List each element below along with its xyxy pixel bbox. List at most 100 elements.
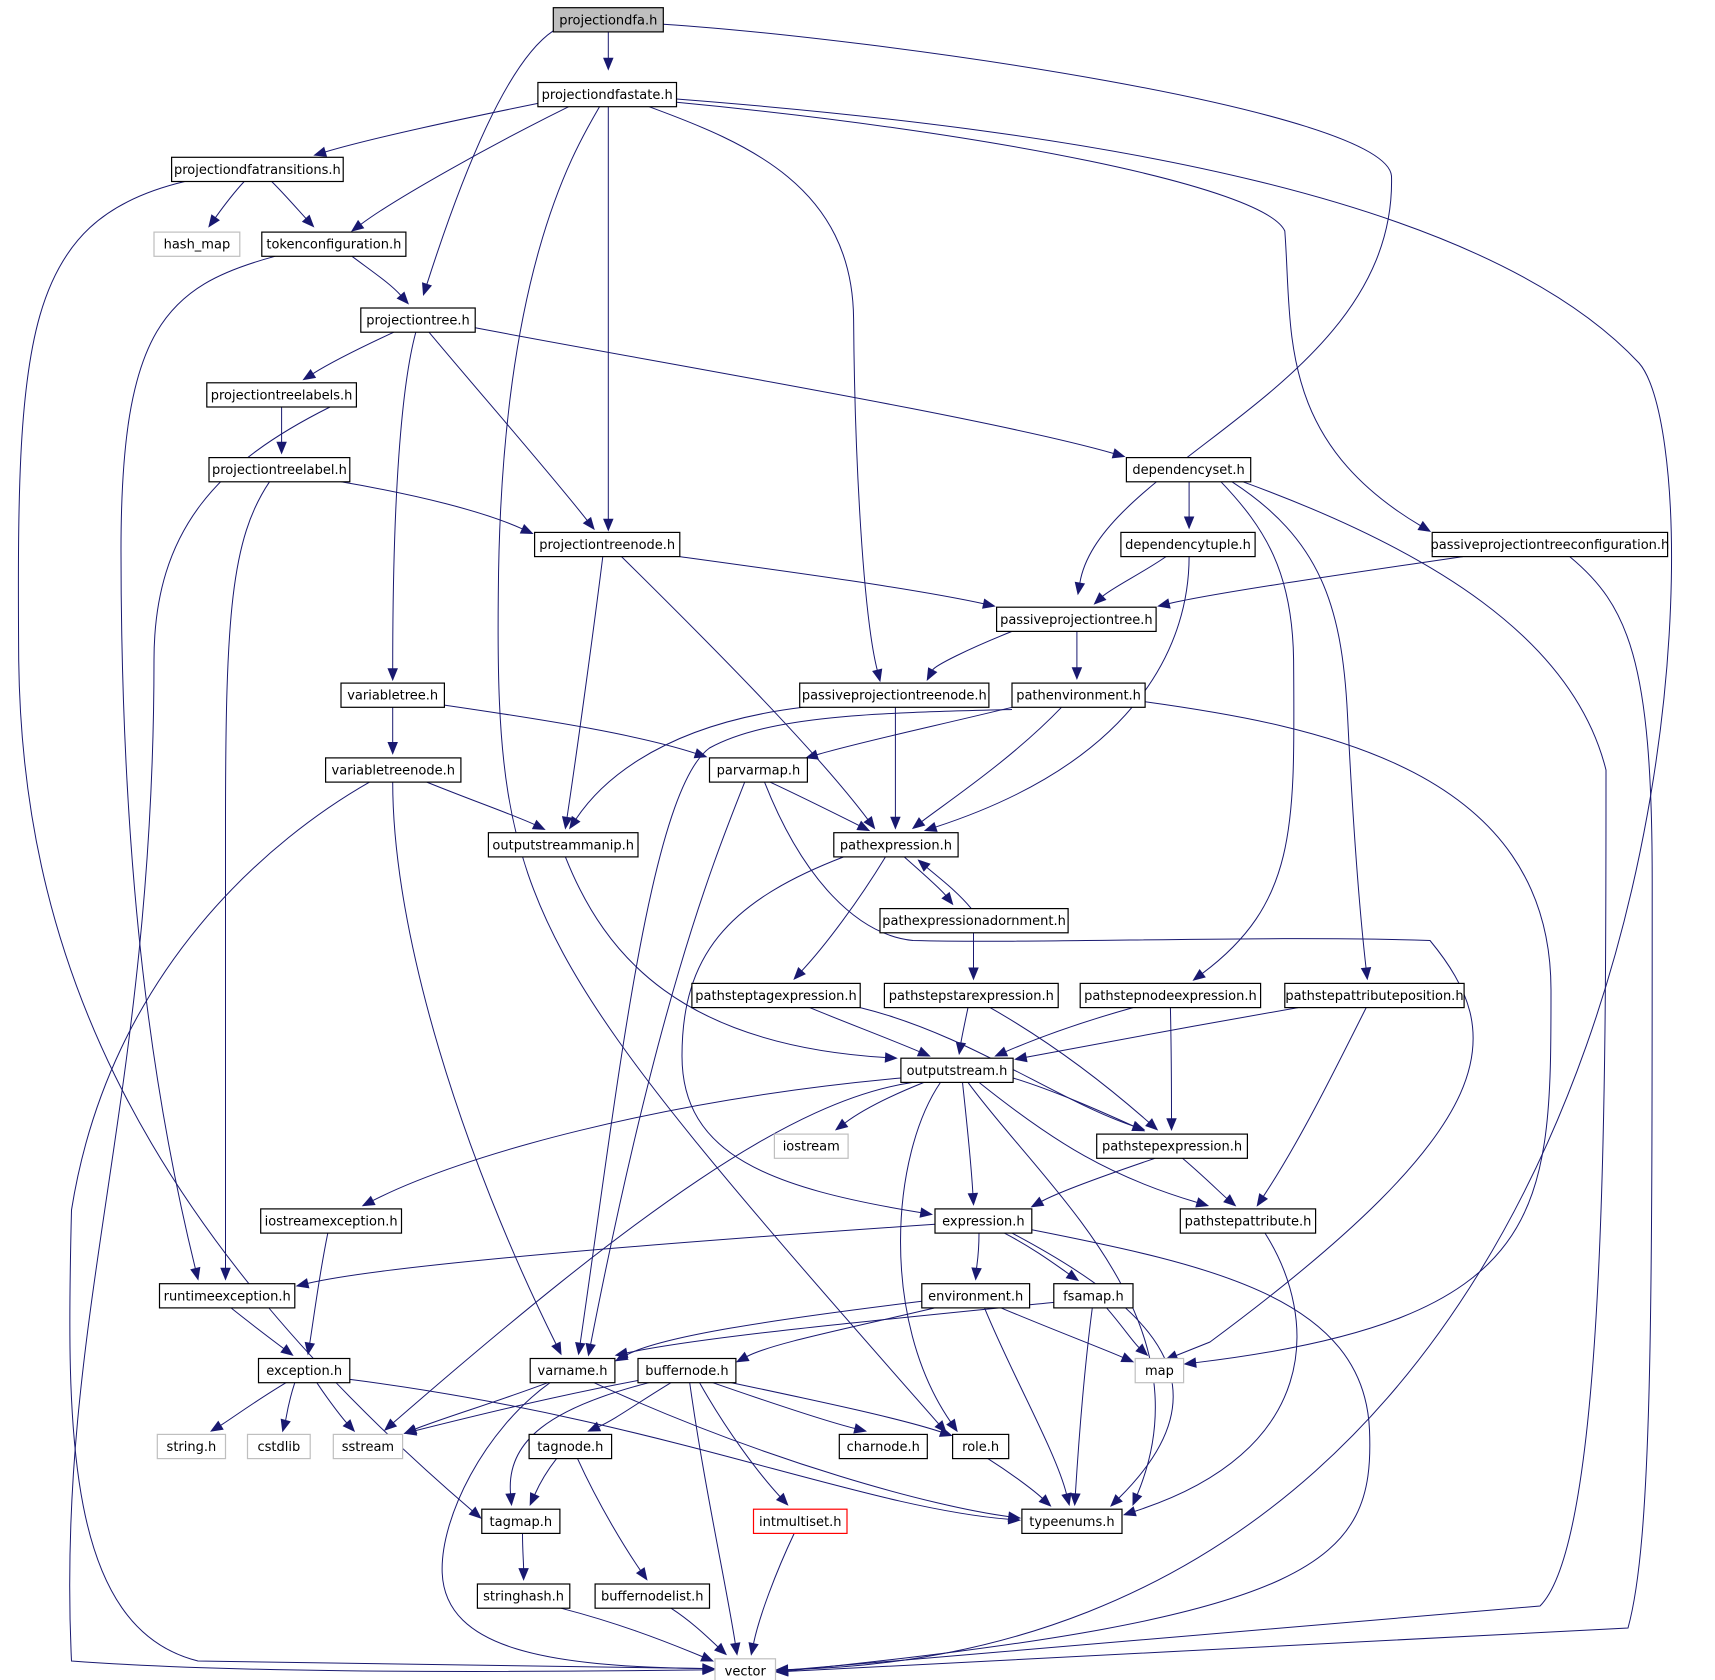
- node-pathexpressionadornment[interactable]: pathexpressionadornment.h: [879, 907, 1069, 934]
- node-label-buffernode: buffernode.h: [645, 1364, 728, 1379]
- node-varname[interactable]: varname.h: [529, 1357, 616, 1384]
- node-projectiondfastate[interactable]: projectiondfastate.h: [537, 81, 678, 108]
- edge-pathsteptagexpression-to-outputstream: [809, 1007, 920, 1053]
- node-label-typeenums: typeenums.h: [1029, 1515, 1114, 1530]
- node-label-projectiontreelabel: projectiontreelabel.h: [212, 463, 347, 478]
- edge-pathenvironment-to-pathexpression: [921, 706, 1062, 823]
- node-tagmap[interactable]: tagmap.h: [481, 1508, 561, 1534]
- node-stringhash[interactable]: stringhash.h: [476, 1583, 571, 1609]
- edge-pathstepattributeposition-to-outputstream: [1026, 1007, 1299, 1058]
- node-tagnode[interactable]: tagnode.h: [528, 1433, 613, 1460]
- node-pathexpression[interactable]: pathexpression.h: [833, 832, 959, 858]
- node-box-map: [1134, 1357, 1185, 1384]
- node-box-outputstreammanip: [487, 832, 639, 858]
- node-box-pathexpressionadornment: [879, 907, 1069, 934]
- arrowhead-buffernode-to-intmultiset: [775, 1492, 789, 1506]
- node-typeenums[interactable]: typeenums.h: [1021, 1508, 1123, 1534]
- node-iostreamexception[interactable]: iostreamexception.h: [260, 1208, 403, 1234]
- arrowhead-dependencyset-to-pathstepnodeexpression: [1192, 969, 1206, 981]
- node-parvarmap[interactable]: parvarmap.h: [708, 757, 809, 783]
- node-exception[interactable]: exception.h: [257, 1357, 351, 1384]
- node-outputstreammanip[interactable]: outputstreammanip.h: [487, 832, 639, 858]
- arrowhead-pathstepstarexpression-to-outputstream: [955, 1041, 967, 1056]
- node-box-pathstepattributeposition: [1284, 982, 1465, 1009]
- node-pathstepstarexpression[interactable]: pathstepstarexpression.h: [883, 982, 1059, 1009]
- node-box-pathexpression: [833, 832, 959, 858]
- edge-expression-to-runtimeexception: [307, 1223, 936, 1284]
- node-box-pathstepattribute: [1179, 1208, 1317, 1234]
- node-box-passiveprojectiontree: [995, 606, 1157, 633]
- node-pathenvironment[interactable]: pathenvironment.h: [1011, 682, 1146, 708]
- edge-tagnode-to-buffernodelist: [577, 1458, 641, 1571]
- edge-variabletreenode-to-varname: [392, 782, 557, 1345]
- arrowhead-pathstepexpression-to-pathstepattribute: [1223, 1194, 1237, 1207]
- arrowhead-pathstepattributeposition-to-outputstream: [1014, 1051, 1028, 1063]
- node-projectiontreelabel[interactable]: projectiontreelabel.h: [208, 457, 351, 483]
- node-buffernode[interactable]: buffernode.h: [637, 1357, 737, 1384]
- arrowhead-passiveprojectiontree-to-passiveprojectiontreenode: [926, 667, 938, 681]
- arrowhead-buffernode-to-role: [938, 1426, 953, 1437]
- edge-pathstepattribute-to-typeenums: [1134, 1232, 1298, 1512]
- node-label-pathexpression: pathexpression.h: [840, 838, 952, 853]
- node-variabletreenode[interactable]: variabletreenode.h: [325, 757, 462, 783]
- arrowhead-variabletree-to-parvarmap: [693, 748, 708, 759]
- node-outputstream[interactable]: outputstream.h: [900, 1057, 1014, 1083]
- node-label-pathstepstarexpression: pathstepstarexpression.h: [889, 989, 1054, 1004]
- node-projectiondfatransitions[interactable]: projectiondfatransitions.h: [171, 156, 344, 183]
- arrowhead-fsamap-to-map: [1135, 1343, 1149, 1357]
- edge-projectiondfastate-to-vector: [676, 98, 1672, 1671]
- node-role[interactable]: role.h: [951, 1433, 1010, 1460]
- edge-runtimeexception-to-exception: [230, 1307, 285, 1349]
- arrowhead-environment-to-buffernode: [735, 1351, 750, 1363]
- node-box-projectiondfa: [552, 7, 664, 33]
- node-dependencytuple[interactable]: dependencytuple.h: [1120, 531, 1256, 558]
- edge-projectiontreelabels-to-vector: [69, 406, 703, 1672]
- node-label-expression: expression.h: [942, 1215, 1025, 1230]
- node-pathstepattribute[interactable]: pathstepattribute.h: [1179, 1208, 1317, 1234]
- node-label-pathexpressionadornment: pathexpressionadornment.h: [882, 914, 1066, 929]
- node-buffernodelist[interactable]: buffernodelist.h: [594, 1583, 711, 1609]
- node-dependencyset[interactable]: dependencyset.h: [1125, 457, 1252, 483]
- node-box-stringhash: [476, 1583, 571, 1609]
- edge-outputstream-to-expression: [962, 1082, 974, 1194]
- edge-stringhash-to-vector: [560, 1607, 703, 1658]
- node-projectiontreelabels[interactable]: projectiontreelabels.h: [206, 382, 358, 408]
- node-projectiontreenode[interactable]: projectiontreenode.h: [533, 531, 681, 558]
- node-variabletree[interactable]: variabletree.h: [340, 682, 446, 708]
- arrowhead-exception-to-string: [210, 1420, 224, 1432]
- node-passiveprojectiontree[interactable]: passiveprojectiontree.h: [995, 606, 1157, 633]
- node-expression[interactable]: expression.h: [934, 1208, 1033, 1234]
- edge-buffernode-to-vector: [689, 1382, 736, 1644]
- node-fsamap[interactable]: fsamap.h: [1053, 1283, 1134, 1309]
- edge-projectiondfastate-to-passiveprojectiontreenode: [648, 106, 878, 671]
- edge-iostreamexception-to-exception: [309, 1232, 329, 1344]
- node-environment[interactable]: environment.h: [921, 1283, 1031, 1309]
- node-tokenconfiguration[interactable]: tokenconfiguration.h: [261, 231, 407, 257]
- node-passiveprojectiontreeconfiguration[interactable]: passiveprojectiontreeconfiguration.h: [1431, 531, 1670, 558]
- arrowhead-pathenvironment-to-parvarmap: [805, 749, 819, 760]
- node-passiveprojectiontreenode[interactable]: passiveprojectiontreenode.h: [799, 682, 990, 708]
- node-box-environment: [921, 1283, 1031, 1309]
- edge-buffernode-to-tagnode: [598, 1382, 672, 1428]
- arrowhead-passiveprojectiontree-to-pathenvironment: [1071, 667, 1083, 681]
- edge-projectiondfastate-to-tokenconfiguration: [360, 106, 569, 225]
- edge-projectiondfastate-to-projectiondfatransitions: [325, 102, 538, 153]
- node-pathstepexpression[interactable]: pathstepexpression.h: [1096, 1133, 1248, 1159]
- node-intmultiset[interactable]: intmultiset.h: [752, 1508, 848, 1534]
- arrowhead-projectiondfastate-to-projectiontreenode: [603, 518, 614, 532]
- node-pathsteptagexpression[interactable]: pathsteptagexpression.h: [691, 982, 861, 1009]
- node-charnode[interactable]: charnode.h: [838, 1433, 928, 1460]
- node-projectiontree[interactable]: projectiontree.h: [360, 307, 476, 333]
- arrowhead-projectiontree-to-dependencyset: [1111, 448, 1126, 459]
- node-label-intmultiset: intmultiset.h: [759, 1515, 841, 1530]
- edge-exception-to-string: [220, 1382, 287, 1426]
- node-runtimeexception[interactable]: runtimeexception.h: [158, 1283, 296, 1309]
- node-label-variabletreenode: variabletreenode.h: [332, 764, 455, 779]
- node-pathstepattributeposition[interactable]: pathstepattributeposition.h: [1284, 982, 1465, 1009]
- node-projectiondfa[interactable]: projectiondfa.h: [552, 7, 664, 33]
- node-pathstepnodeexpression[interactable]: pathstepnodeexpression.h: [1079, 982, 1262, 1009]
- arrowhead-pathstepattribute-to-typeenums: [1122, 1506, 1137, 1517]
- arrowhead-pathexpression-to-pathexpressionadornment: [941, 891, 954, 906]
- edge-outputstream-to-pathstepexpression: [1012, 1077, 1135, 1127]
- node-box-iostreamexception: [260, 1208, 403, 1234]
